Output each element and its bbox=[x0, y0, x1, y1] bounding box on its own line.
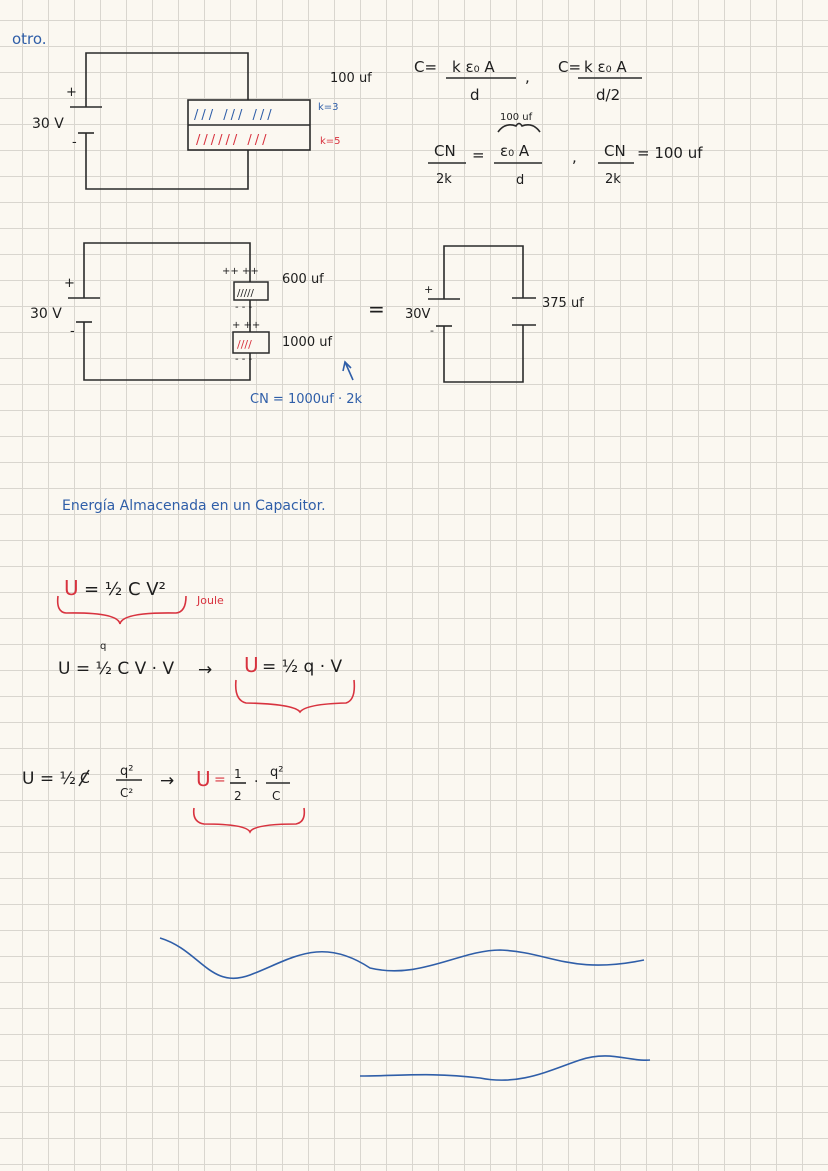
eq3-result-U: U bbox=[196, 767, 211, 791]
eq3-arrow: → bbox=[160, 771, 174, 791]
eq3-q-den: C bbox=[272, 789, 280, 803]
capacitor1-value: 100 uf bbox=[330, 71, 372, 86]
top-brace bbox=[497, 122, 541, 133]
circuit-one: + - 30 V /// /// /// ////// /// 100 uf k… bbox=[32, 52, 372, 190]
battery1-voltage: 30 V bbox=[32, 116, 64, 132]
energy-equation-1: U = ½ C V² Joule bbox=[56, 576, 224, 625]
formula-c-denominator: d bbox=[470, 86, 480, 104]
formula-c2-numerator: k ε₀ A bbox=[584, 58, 627, 76]
formula-c2-denominator: d/2 bbox=[596, 86, 620, 104]
battery2-plus: + bbox=[64, 276, 75, 291]
circuit2-wire-bottom bbox=[83, 322, 251, 381]
charges-neg-2: - - - bbox=[235, 354, 253, 365]
heading-otro: otro. bbox=[12, 30, 47, 48]
charges-top: ++ ++ bbox=[222, 266, 259, 277]
decorative-wave-1 bbox=[159, 937, 645, 980]
formula-c-numerator: k ε₀ A bbox=[452, 58, 495, 76]
eq3-q-num: q² bbox=[270, 765, 283, 780]
equivalence-sign: = bbox=[368, 297, 385, 321]
dielectric-top-hatch: /// /// /// bbox=[194, 108, 275, 123]
brace-note: 100 uf bbox=[500, 112, 533, 123]
section-title: Energía Almacenada en un Capacitor. bbox=[62, 498, 326, 514]
battery2-minus: - bbox=[70, 324, 75, 339]
battery1-plus: + bbox=[66, 85, 77, 100]
cn2-denominator: 2k bbox=[605, 172, 621, 187]
circuit3-wire-top bbox=[443, 245, 524, 299]
eq3-result-eq: = bbox=[214, 772, 226, 788]
circuit3-wire-bottom bbox=[443, 325, 524, 383]
battery3-minus: - bbox=[430, 324, 434, 337]
charges-neg-1: - - - bbox=[235, 302, 253, 313]
eq3-cancel-c bbox=[78, 769, 90, 787]
eq2-brace bbox=[234, 679, 356, 714]
circuit1-wire-top bbox=[85, 52, 249, 107]
epsilon-numerator: ε₀ A bbox=[500, 142, 530, 160]
eq2-lhs: U = ½ C V · V bbox=[58, 659, 174, 679]
capacitor-1000-hatch: //// bbox=[237, 338, 252, 351]
circuit-three: + - 30V 375 uf bbox=[405, 245, 584, 383]
formula-c-lhs: C= bbox=[414, 58, 437, 76]
cn-denominator: 2k bbox=[436, 172, 452, 187]
capacitor-1000-label: 1000 uf bbox=[282, 335, 332, 350]
eq2-arrow: → bbox=[198, 660, 212, 680]
eq2-result-U: U bbox=[244, 653, 259, 677]
k-top-label: k=3 bbox=[318, 102, 339, 113]
circuit2-wire-top bbox=[83, 242, 251, 298]
eq2-result-rest: = ½ q · V bbox=[262, 657, 343, 677]
cn-result: = 100 uf bbox=[637, 144, 703, 162]
dielectric-bottom-hatch: ////// /// bbox=[196, 133, 270, 148]
capacitor-600-hatch: ///// bbox=[237, 288, 254, 299]
formula-equals: = bbox=[472, 146, 485, 164]
energy-equation-2: q U = ½ C V · V → U = ½ q · V bbox=[58, 641, 356, 714]
decorative-wave-2 bbox=[359, 1055, 651, 1081]
eq3-half-den: 2 bbox=[234, 789, 242, 803]
eq3-half-num: 1 bbox=[234, 767, 242, 781]
cn-numerator: CN bbox=[434, 142, 456, 160]
energy-equation-3: U = ½ C q² C² → U = 1 2 · q² C bbox=[22, 764, 306, 834]
circuit1-wire-bottom bbox=[85, 133, 249, 190]
capacitance-formulas: C= k ε₀ A d , C= k ε₀ A d/2 100 uf CN 2k… bbox=[414, 58, 703, 188]
eq3-c-cancelled: C bbox=[80, 771, 90, 787]
eq1-unit: Joule bbox=[196, 594, 224, 607]
capacitor-600-label: 600 uf bbox=[282, 272, 324, 287]
note-arrow bbox=[344, 361, 354, 381]
capacitor-600-body bbox=[233, 281, 269, 301]
eq3-brace bbox=[192, 807, 306, 834]
eq3-frac-num: q² bbox=[120, 764, 133, 779]
formula-c2-lhs: C= bbox=[558, 58, 581, 76]
circuit-two: + - 30 V ///// //// ++ ++ - - - + ++ - -… bbox=[30, 242, 385, 407]
eq3-lhs: U = ½ bbox=[22, 769, 76, 789]
cn-note: CN = 1000uf · 2k bbox=[250, 392, 363, 407]
cn2-numerator: CN bbox=[604, 142, 626, 160]
charges-mid: + ++ bbox=[232, 320, 260, 331]
eq2-q-note: q bbox=[100, 641, 106, 652]
battery2-voltage: 30 V bbox=[30, 306, 62, 322]
battery3-voltage: 30V bbox=[405, 307, 431, 322]
battery1-minus: - bbox=[72, 135, 77, 150]
k-bottom-label: k=5 bbox=[320, 136, 341, 147]
capacitor3-value: 375 uf bbox=[542, 296, 584, 311]
epsilon-denominator: d bbox=[516, 173, 524, 188]
eq1-rest: = ½ C V² bbox=[84, 579, 166, 600]
comma-2: , bbox=[572, 148, 577, 166]
note-arrowhead bbox=[342, 360, 352, 372]
eq1-U: U bbox=[64, 576, 79, 600]
eq3-dot: · bbox=[254, 774, 258, 790]
eq3-frac-den: C² bbox=[120, 786, 133, 800]
battery3-plus: + bbox=[424, 283, 433, 296]
comma: , bbox=[525, 68, 530, 86]
capacitor-1000-body bbox=[232, 331, 270, 354]
eq1-brace bbox=[56, 595, 187, 625]
